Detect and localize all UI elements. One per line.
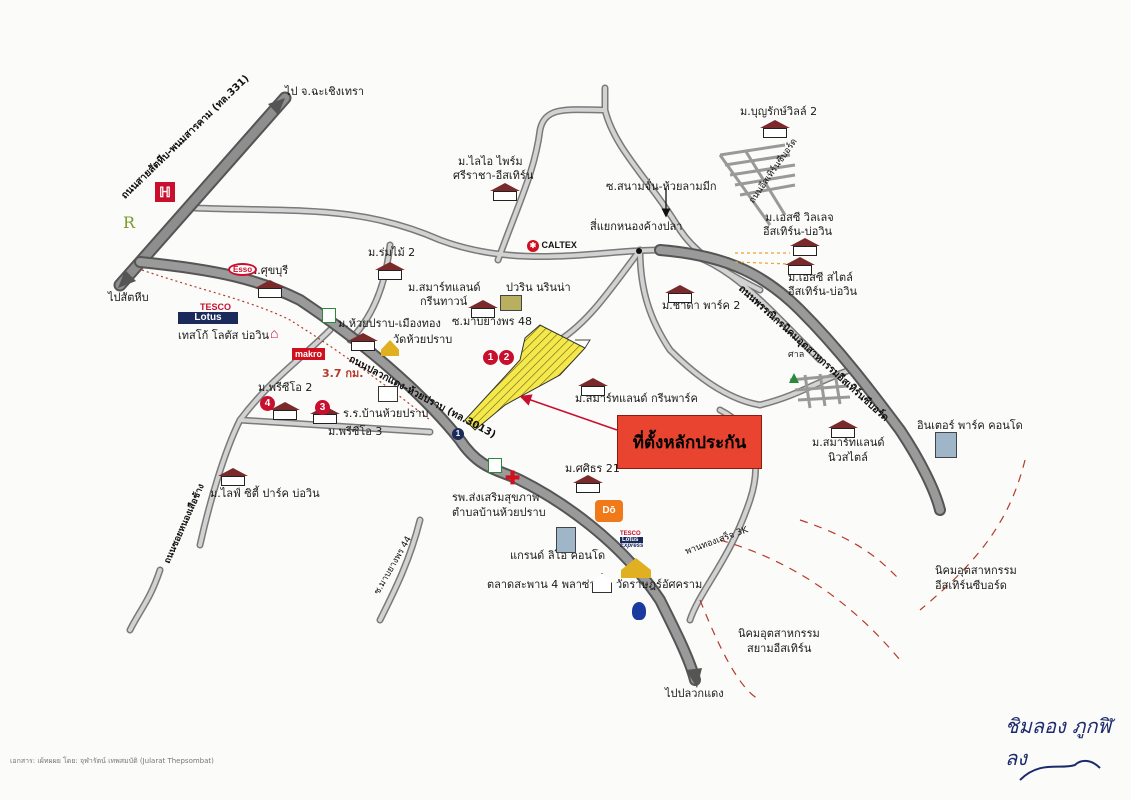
label-m-bunyarak2: ม.บุญรักษ์วิลล์ 2 bbox=[740, 105, 818, 118]
label-to-chachoengsao: ไป จ.ฉะเชิงเทรา bbox=[285, 85, 365, 98]
label-junction-sanamchan: ซ.สนามจั่น-ห้วยลามมีก bbox=[606, 180, 717, 193]
seven-eleven-icon bbox=[488, 458, 502, 473]
tesco-logo: TESCO bbox=[200, 302, 232, 312]
school-icon bbox=[378, 386, 398, 402]
distance-line bbox=[141, 269, 431, 421]
signature-scribble bbox=[1019, 759, 1101, 781]
house-icon bbox=[760, 120, 790, 138]
housing-grid-ne bbox=[718, 143, 796, 226]
mall-logo: ℍ bbox=[155, 182, 175, 202]
seven-eleven-icon bbox=[322, 308, 336, 323]
arrow-icon bbox=[268, 98, 285, 115]
condo-building-icon bbox=[935, 432, 957, 458]
footer-credit: เอกสาร: เผ้ทผผย โดย: จุฬารัตน์ เทพสมบัติ… bbox=[10, 757, 214, 765]
label-m-smart-land-green-park: ม.สมาร์ทแลนด์ กรีนพาร์ค bbox=[575, 392, 698, 405]
court-icon bbox=[789, 373, 799, 383]
industrial-boundaries bbox=[699, 459, 1026, 701]
label-m-huaiprab: ม.ห้วยปราบ-เมืองทอง bbox=[338, 317, 441, 330]
arrow-icon bbox=[118, 270, 136, 288]
label-industrial-eastern-seaboard: นิคมอุตสาหกรรม bbox=[935, 564, 1017, 577]
label-hospital-2: ตำบลบ้านห้วยปราบ bbox=[452, 506, 546, 519]
label-wat-huaiprab: วัดห้วยปราบ bbox=[393, 333, 453, 346]
label-m-life-city: ม.ไลฟ์ ซิตี้ ปาร์ค บ่อวิน bbox=[210, 487, 320, 500]
house-icon bbox=[578, 378, 608, 396]
marker-badge: 1 bbox=[452, 428, 464, 440]
house-icon bbox=[375, 262, 405, 280]
label-m-smart-land-new: ม.สมาร์ทแลนด์ bbox=[812, 436, 885, 449]
label-m-prichio3: ม.พรีซีโอ 3 bbox=[328, 425, 383, 438]
marker-badge: 2 bbox=[499, 350, 514, 365]
resort-logo: R bbox=[123, 213, 136, 232]
do-home-logo: Dō bbox=[595, 500, 623, 522]
sc-village-pointers bbox=[734, 252, 791, 265]
arrow-icon bbox=[686, 668, 702, 688]
label-m-romyai2: ม.ร่มไม้ 2 bbox=[368, 246, 416, 259]
label-m-prichio2: ม.พรีซีโอ 2 bbox=[258, 381, 313, 394]
house-icon bbox=[785, 257, 815, 275]
shrine-icon bbox=[592, 573, 612, 593]
label-inter-park-condo: อินเตอร์ พาร์ค คอนโด bbox=[917, 419, 1023, 432]
condo-building-icon bbox=[556, 527, 576, 553]
marker-badge: 1 bbox=[483, 350, 498, 365]
label-m-laiyai-prime: ม.ไลไอ ไพร์ม bbox=[458, 155, 523, 168]
marker-badge: 4 bbox=[260, 396, 275, 411]
label-makro-distance: 3.7 กม. bbox=[322, 367, 364, 380]
callout-pointer bbox=[519, 394, 618, 431]
label-industrial-siam: นิคมอุตสาหกรรม bbox=[738, 627, 820, 640]
label-pawin-naruna: ปวริน นรินน่า bbox=[506, 281, 571, 294]
pawin-logo bbox=[500, 295, 522, 311]
label-m-sc-village-2: อีสเทิร์น-บ่อวิน bbox=[763, 225, 833, 238]
label-school-huaiprab: ร.ร.บ้านห้วยปราบ bbox=[343, 407, 429, 420]
label-market: ตลาดสะพาน 4 พลาซ่า bbox=[487, 578, 596, 591]
lotus-logo: Lotus bbox=[178, 312, 238, 324]
collateral-site-callout: ที่ตั้งหลักประกัน bbox=[617, 415, 762, 469]
label-m-sukburi: ม.ศุขบุรี bbox=[250, 264, 289, 277]
label-m-sc-style-2: อีสเทิร์น-บ่อวิน bbox=[788, 285, 858, 298]
collateral-site-parcel bbox=[464, 324, 586, 431]
label-to-sattahip: ไปสัตหีบ bbox=[108, 291, 149, 304]
highway-eastern bbox=[654, 244, 946, 516]
hospital-cross-icon: ✚ bbox=[505, 468, 521, 488]
highway-331 bbox=[113, 91, 292, 292]
label-m-sc-village: ม.เอสซี วิลเลจ bbox=[765, 211, 834, 224]
signature: ชิมลอง ภูกฬิลง bbox=[1005, 714, 1112, 770]
label-m-sirin21: ม.ศศิธร 21 bbox=[565, 462, 620, 475]
house-icon bbox=[468, 300, 498, 318]
house-icon bbox=[348, 333, 378, 351]
house-icon bbox=[218, 468, 248, 486]
fuel-station-icon: ✱ bbox=[527, 240, 539, 252]
tesco-express-logo: TESCO Lotus Express bbox=[620, 531, 644, 549]
label-grand-lio: แกรนด์ ลิโอ คอนโด bbox=[510, 549, 606, 562]
house-icon bbox=[790, 238, 820, 256]
label-industrial-siam-2: สยามอีสเทิร์น bbox=[747, 642, 812, 655]
label-m-smart-land-green: ม.สมาร์ทแลนด์ bbox=[408, 281, 481, 294]
label-san: ศาล bbox=[788, 350, 805, 360]
house-icon bbox=[665, 285, 695, 303]
house-icon bbox=[828, 420, 858, 438]
label-wat-sirat: วัดราษฎร์อัศคราม bbox=[616, 578, 703, 591]
marker-badge: 3 bbox=[315, 400, 330, 415]
label-m-laiyai-prime-2: ศรีราชา-อีสเทิร์น bbox=[453, 169, 534, 182]
house-icon bbox=[270, 402, 300, 420]
label-hospital: รพ.ส่งเสริมสุขภาพ bbox=[452, 491, 540, 504]
label-intersection-nongkhra: สี่แยกหนองค้างปลา bbox=[590, 220, 683, 233]
label-tesco-lotus-bowin: เทสโก้ โลตัส บ่อวิน bbox=[178, 329, 270, 342]
label-soi-mabyangphon48: ซ.มาบยางพร 48 bbox=[452, 315, 533, 328]
makro-logo: makro bbox=[292, 348, 326, 360]
label-m-smart-land-new-2: นิวสไตล์ bbox=[828, 451, 868, 464]
house-icon bbox=[255, 280, 285, 298]
hospital-logo: ⌂ bbox=[270, 325, 279, 341]
house-icon bbox=[573, 475, 603, 493]
housing-grid-e bbox=[789, 372, 851, 409]
house-icon bbox=[490, 183, 520, 201]
label-to-pluakdaeng: ไปปลวกแดง bbox=[665, 687, 724, 700]
fuel-station-icon bbox=[632, 602, 646, 620]
caltex-logo: ✱ CALTEX bbox=[527, 240, 577, 252]
label-industrial-eastern-seaboard-2: อีสเทิร์นซีบอร์ด bbox=[935, 579, 1007, 592]
label-m-smart-land-green-2: กรีนทาวน์ bbox=[420, 295, 468, 308]
esso-logo: Esso bbox=[228, 263, 258, 276]
